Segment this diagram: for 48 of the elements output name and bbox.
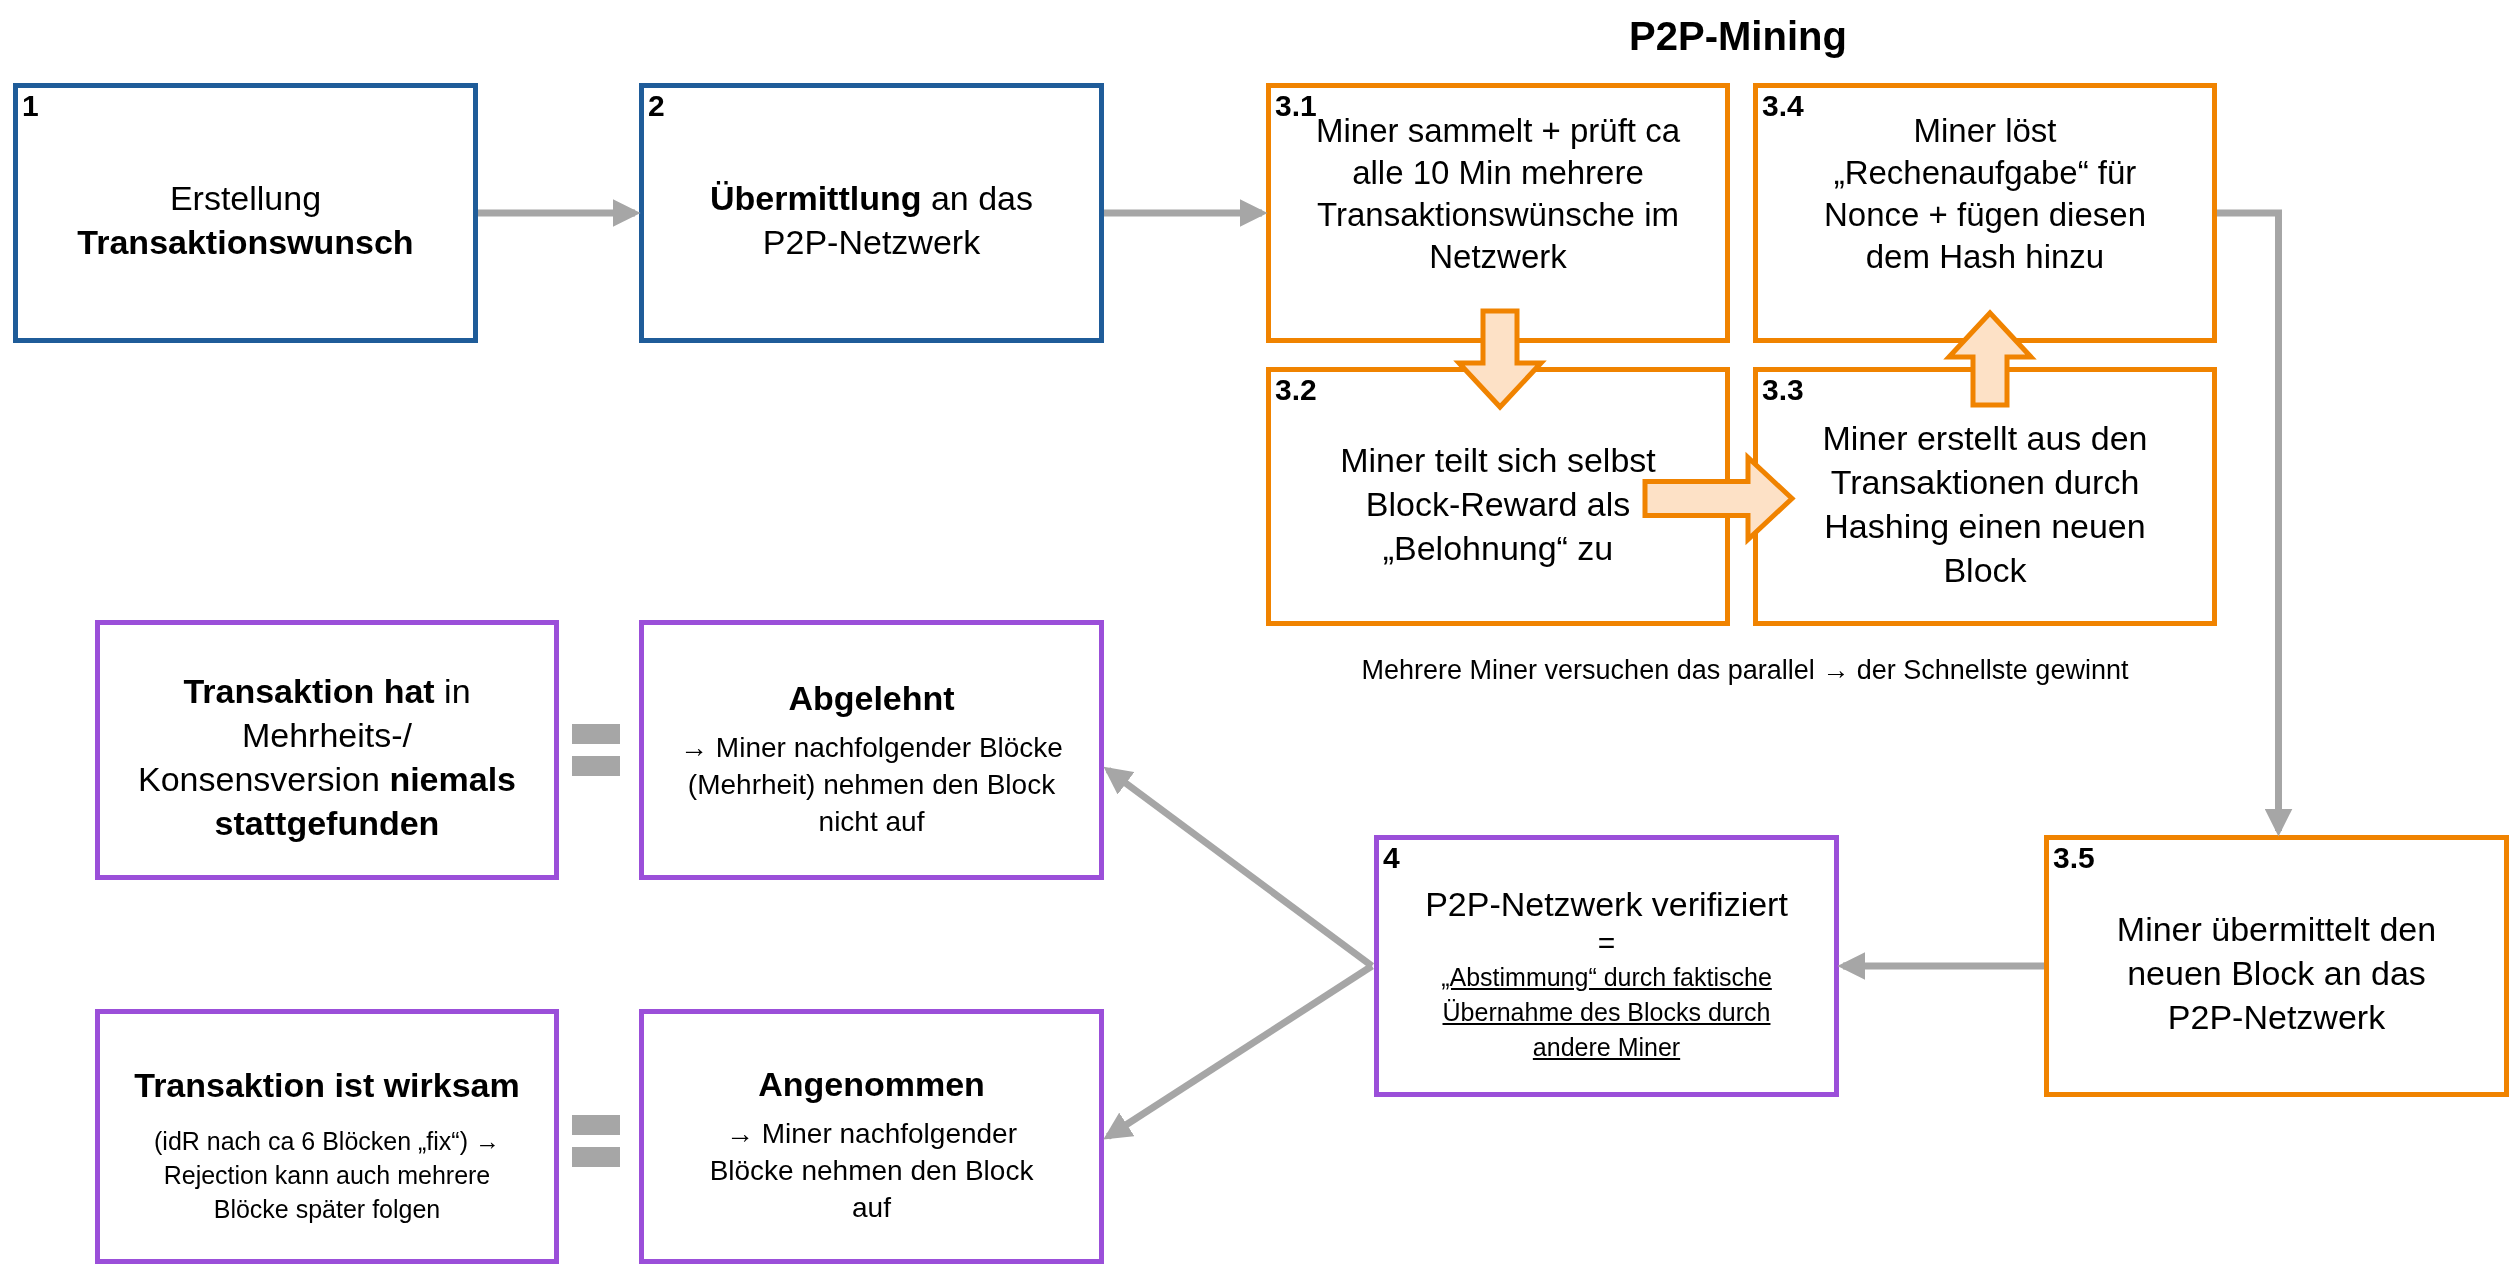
diagram-title: P2P-Mining	[1628, 13, 1848, 60]
node-text: =	[1597, 925, 1616, 960]
node-text: → Miner nachfolgender Blöcke nehmen den Block auf	[708, 1117, 1035, 1225]
step-number: 3.4	[1762, 90, 1804, 122]
process-box	[95, 1009, 559, 1264]
node-note: (idR nach ca 6 Blöcken „fix“) → Rejection kann auch mehrere Blöcke später folgen	[153, 1125, 501, 1225]
process-box	[95, 620, 559, 880]
step-number: 4	[1383, 842, 1400, 874]
step-number: 3.5	[2053, 842, 2095, 874]
node-text: → Miner nachfolgender Blöcke (Mehrheit) nehmen den Block nicht auf	[679, 730, 1064, 839]
arrow	[478, 199, 641, 227]
process-box	[1266, 83, 1730, 343]
process-box	[1266, 367, 1730, 626]
process-box	[639, 620, 1104, 880]
step-number: 3.3	[1762, 374, 1804, 406]
node-heading: Abgelehnt	[788, 677, 955, 719]
process-box	[1374, 835, 1839, 1097]
node-text: Miner teilt sich selbst Block-Reward als „Belohnung“ zu	[1339, 439, 1657, 569]
arrow	[1103, 963, 1374, 1140]
note-text: Mehrere Miner versuchen das parallel → der Schnellste gewinnt	[1360, 654, 2130, 687]
process-box	[1753, 367, 2217, 626]
node-text: Miner erstellt aus den Transaktionen durch Hashing einen neuen Block	[1821, 417, 2149, 591]
node-heading: Transaktion ist wirksam	[134, 1064, 520, 1106]
process-box	[639, 83, 1104, 343]
block-arrow	[1642, 451, 1796, 546]
node-text: P2P-Netzwerk verifiziert	[1425, 883, 1788, 925]
node-text: Übermittlung an das P2P-Netzwerk	[708, 178, 1035, 263]
node-text: Transaktion hat in Mehrheits-/ Konsensversion niemals stattgefunden	[137, 671, 517, 844]
step-number: 3.2	[1275, 374, 1317, 406]
node-text: Miner übermittelt den neuen Block an das P2P-Netzwerk	[2115, 909, 2438, 1038]
arrow	[2217, 209, 2293, 837]
block-arrow	[1453, 308, 1547, 411]
node-heading: Angenommen	[758, 1064, 985, 1105]
node-text: Erstellung Transaktionswunsch	[76, 178, 415, 263]
process-box	[639, 1009, 1104, 1264]
node-text: Miner sammelt + prüft ca alle 10 Min mehrere Transaktionswünsche im Netzwerk	[1316, 111, 1681, 277]
step-number: 1	[22, 90, 39, 122]
arrow	[1104, 199, 1268, 227]
process-box	[1753, 83, 2217, 343]
arrow	[1837, 952, 2044, 980]
node-note: „Abstimmung“ durch faktische Übernahme des Blocks durch andere Miner	[1440, 961, 1773, 1063]
process-box	[2044, 835, 2509, 1097]
node-text: Miner löst „Rechenaufgabe“ für Nonce + fügen diesen dem Hash hinzu	[1823, 111, 2147, 277]
arrow	[1103, 766, 1375, 969]
step-number: 2	[648, 90, 665, 122]
block-arrow	[1943, 309, 2037, 408]
step-number: 3.1	[1275, 90, 1317, 122]
process-box	[13, 83, 478, 343]
